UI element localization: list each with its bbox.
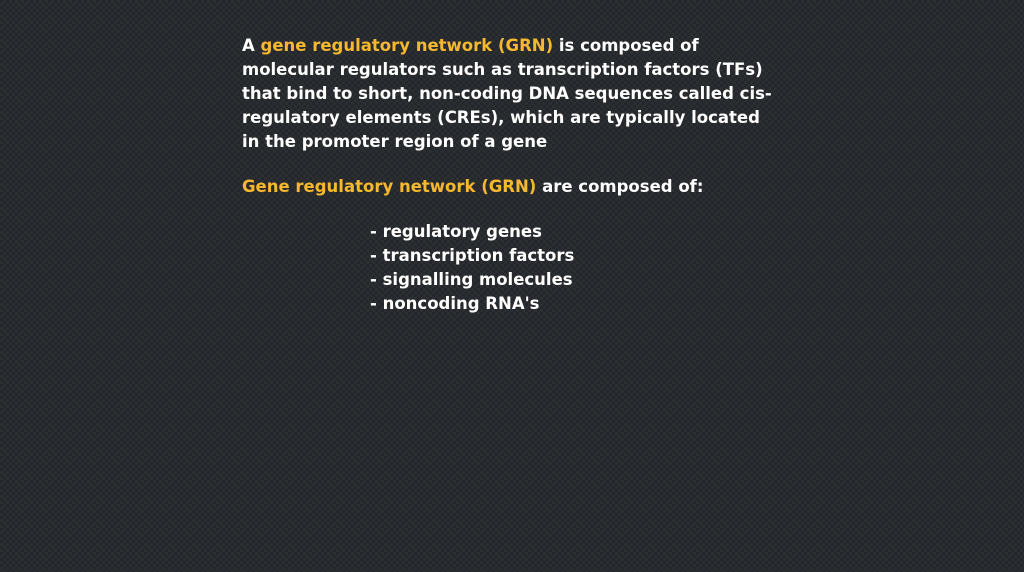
list-item: - regulatory genes — [370, 222, 542, 241]
list-item: - noncoding RNA's — [370, 294, 540, 313]
intro-text-rest: is composed of molecular regulators such… — [242, 36, 772, 151]
composition-heading-highlight: Gene regulatory network (GRN) — [242, 177, 537, 196]
intro-text-start: A — [242, 36, 261, 55]
composition-heading: Gene regulatory network (GRN) are compos… — [242, 175, 703, 199]
component-list: - regulatory genes - transcription facto… — [370, 220, 574, 316]
list-item: - transcription factors — [370, 246, 575, 265]
grn-term-highlight: gene regulatory network (GRN) — [260, 36, 554, 55]
composition-heading-rest: are composed of: — [536, 177, 704, 196]
list-item: - signalling molecules — [370, 270, 573, 289]
intro-paragraph: A gene regulatory network (GRN) is compo… — [242, 34, 772, 154]
